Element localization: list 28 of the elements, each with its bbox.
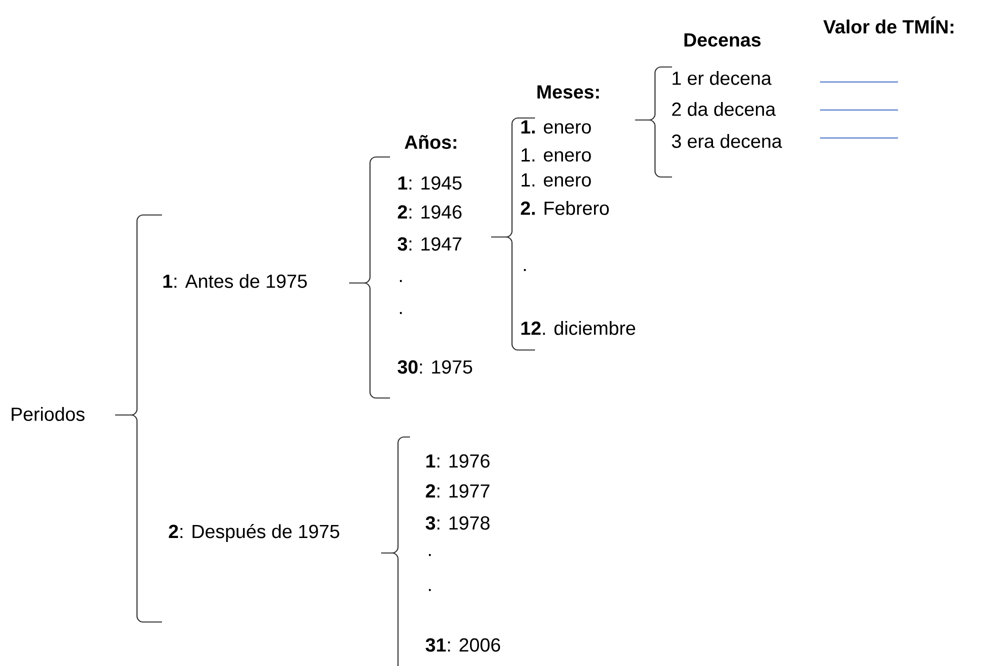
column-heading: Años: bbox=[404, 135, 456, 149]
list-item: 2 da decena bbox=[672, 102, 776, 116]
list-item: 31: 2006 bbox=[426, 638, 500, 652]
column-heading: Meses: bbox=[537, 85, 599, 99]
column-heading: Valor de TMÍN: bbox=[823, 16, 954, 34]
list-item: 12. diciembre bbox=[521, 321, 636, 335]
list-item: 1. enero bbox=[522, 173, 591, 187]
list-item: 1: 1976 bbox=[426, 454, 490, 468]
list-item: 1: 1945 bbox=[398, 176, 462, 190]
list-item: 3: 1947 bbox=[398, 237, 462, 251]
list-item: 1. enero bbox=[521, 120, 591, 134]
list-item: 1: Antes de 1975 bbox=[163, 274, 307, 288]
list-item: 1. enero bbox=[522, 148, 591, 162]
list-item: 3: 1978 bbox=[426, 516, 490, 530]
list-item: 30: 1975 bbox=[398, 360, 472, 374]
root-label: Periodos bbox=[12, 407, 84, 421]
list-item: 3 era decena bbox=[672, 134, 782, 148]
list-item: 1 er decena bbox=[672, 71, 772, 85]
list-item: 2: Después de 1975 bbox=[168, 524, 340, 542]
list-item: 2: 1946 bbox=[398, 205, 462, 219]
ellipsis-dot: . bbox=[400, 280, 402, 282]
ellipsis-dot: . bbox=[400, 312, 402, 314]
ellipsis-dot: . bbox=[428, 554, 431, 556]
column-heading: Decenas bbox=[684, 33, 761, 47]
list-item: 2: 1977 bbox=[426, 484, 490, 498]
list-item: 2. Febrero bbox=[520, 201, 609, 215]
ellipsis-dot: . bbox=[524, 269, 526, 271]
ellipsis-dot: . bbox=[428, 588, 431, 591]
